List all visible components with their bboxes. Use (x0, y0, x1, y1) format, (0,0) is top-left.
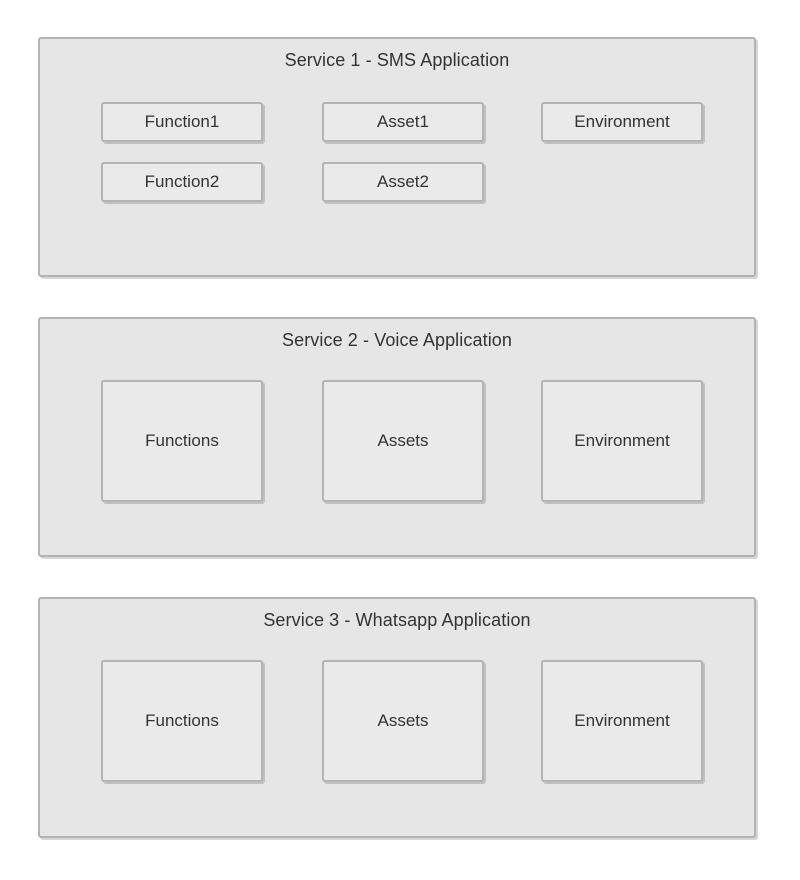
node-functions-service2[interactable]: Functions (101, 380, 263, 502)
node-label: Function1 (144, 112, 220, 131)
node-label: Assets (377, 431, 429, 450)
node-label: Functions (145, 431, 219, 450)
node-label: Environment (574, 711, 670, 730)
node-assets-service2[interactable]: Assets (322, 380, 484, 502)
node-label: Asset1 (377, 112, 429, 131)
node-environment-service2[interactable]: Environment (541, 380, 703, 502)
service-3-title: Service 3 - Whatsapp Application (263, 610, 531, 630)
service-panel-3[interactable]: Service 3 - Whatsapp Application Functio… (38, 597, 756, 838)
node-functions-service3[interactable]: Functions (101, 660, 263, 782)
node-assets-service3[interactable]: Assets (322, 660, 484, 782)
node-label: Functions (145, 711, 219, 730)
node-label: Environment (574, 431, 670, 450)
service-panel-2[interactable]: Service 2 - Voice Application Functions … (38, 317, 756, 557)
service-1-title: Service 1 - SMS Application (284, 50, 510, 70)
node-function1[interactable]: Function1 (101, 102, 263, 142)
node-label: Assets (377, 711, 429, 730)
node-label: Function2 (144, 172, 220, 191)
node-function2[interactable]: Function2 (101, 162, 263, 202)
node-label: Asset2 (377, 172, 429, 191)
node-asset1[interactable]: Asset1 (322, 102, 484, 142)
node-asset2[interactable]: Asset2 (322, 162, 484, 202)
service-panel-1[interactable]: Service 1 - SMS Application Function1 As… (38, 37, 756, 277)
node-environment-service3[interactable]: Environment (541, 660, 703, 782)
node-label: Environment (574, 112, 670, 131)
node-environment-service1[interactable]: Environment (541, 102, 703, 142)
service-2-title: Service 2 - Voice Application (281, 330, 513, 350)
